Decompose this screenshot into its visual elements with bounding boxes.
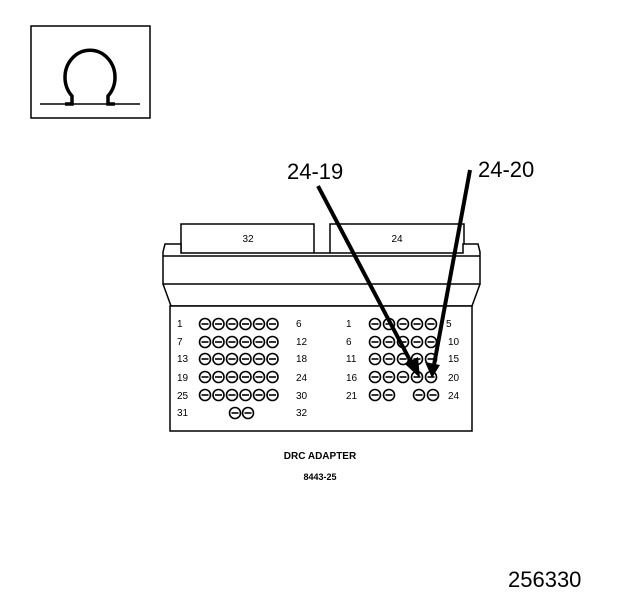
pin-socket [198,317,212,331]
row-label-left: 21 [346,391,358,402]
connector-24-tab-label: 24 [391,234,403,245]
pin-socket [198,335,212,349]
pin-socket [368,335,382,349]
pin-socket [368,370,382,384]
pin-socket [225,370,239,384]
connector-32-tab [180,223,315,255]
row-label-left: 7 [177,337,183,348]
connector-32-rows: 1 6 7 12 13 18 19 24 25 30 31 32 [177,319,308,419]
adapter-part-number: 8443-25 [303,472,336,482]
adapter-housing [162,223,481,432]
pin-socket [239,317,252,331]
row-label-left: 25 [177,391,189,402]
pin-socket [212,335,225,349]
pin-socket [424,317,438,331]
row-label-right: 24 [448,391,460,402]
connector-24-tab [329,223,465,255]
arrowhead-24-20 [425,362,440,378]
pin-socket [225,317,239,331]
pin-socket [225,352,239,366]
pin-socket [241,406,255,420]
pin-socket [368,352,382,366]
pin-socket [424,335,438,349]
arrowhead-24-19 [405,357,420,378]
row-label-left: 11 [346,354,357,365]
pin-socket [252,388,266,402]
callout-label-24-20: 24-20 [478,157,534,182]
row-label-right: 24 [296,373,308,384]
row-label-left: 31 [177,408,189,419]
ohm-symbol-box: Ω [30,25,151,119]
row-label-left: 1 [346,319,352,330]
pin-socket [212,388,225,402]
pin-socket [212,370,225,384]
row-label-left: 13 [177,354,189,365]
pin-socket [410,335,424,349]
pin-socket [382,335,396,349]
arrow-24-19 [316,185,415,367]
connector-24-pins [368,317,440,402]
row-label-right: 30 [296,391,308,402]
pin-socket [382,388,396,402]
pin-socket [252,335,266,349]
pin-socket [239,335,252,349]
callout-arrows [316,169,472,378]
pin-socket [239,370,252,384]
figure-number: 256330 [508,567,581,592]
pin-socket [212,352,225,366]
connector-32-pins [198,317,279,420]
row-label-right: 10 [448,337,460,348]
row-label-right: 6 [296,319,302,330]
connector-32-tab-label: 32 [242,234,254,245]
pin-socket [239,388,252,402]
pin-socket [266,335,279,349]
pin-socket [382,370,396,384]
row-label-left: 19 [177,373,189,384]
pin-socket [198,352,212,366]
pin-socket [266,352,279,366]
ohm-icon [63,48,117,106]
pin-socket [266,370,279,384]
row-label-right: 18 [296,354,308,365]
pin-socket [266,388,279,402]
callout-label-24-19: 24-19 [287,159,343,184]
row-label-right: 12 [296,337,308,348]
row-label-left: 16 [346,373,358,384]
pin-socket [239,352,252,366]
pin-socket [412,388,426,402]
pin-socket [382,352,396,366]
row-label-right: 32 [296,408,308,419]
pin-socket [410,317,424,331]
pin-socket [396,317,410,331]
row-label-left: 1 [177,319,183,330]
row-label-right: 5 [446,319,452,330]
pin-socket [198,388,212,402]
pin-socket [212,317,225,331]
pin-socket [225,388,239,402]
pin-socket [368,388,382,402]
row-label-right: 20 [448,373,460,384]
arrow-24-20 [432,169,472,366]
pin-socket [252,352,266,366]
connector-24-rows: 1 5 6 10 11 15 16 20 21 24 [346,319,460,402]
pin-socket [228,406,242,420]
pin-socket [198,370,212,384]
row-label-right: 15 [448,354,460,365]
pin-socket [396,370,410,384]
pin-socket [426,388,440,402]
pin-socket [252,317,266,331]
pin-socket [225,335,239,349]
pin-socket [252,370,266,384]
adapter-label: DRC ADAPTER [284,451,357,462]
pin-socket [266,317,279,331]
row-label-left: 6 [346,337,352,348]
pin-socket [368,317,382,331]
